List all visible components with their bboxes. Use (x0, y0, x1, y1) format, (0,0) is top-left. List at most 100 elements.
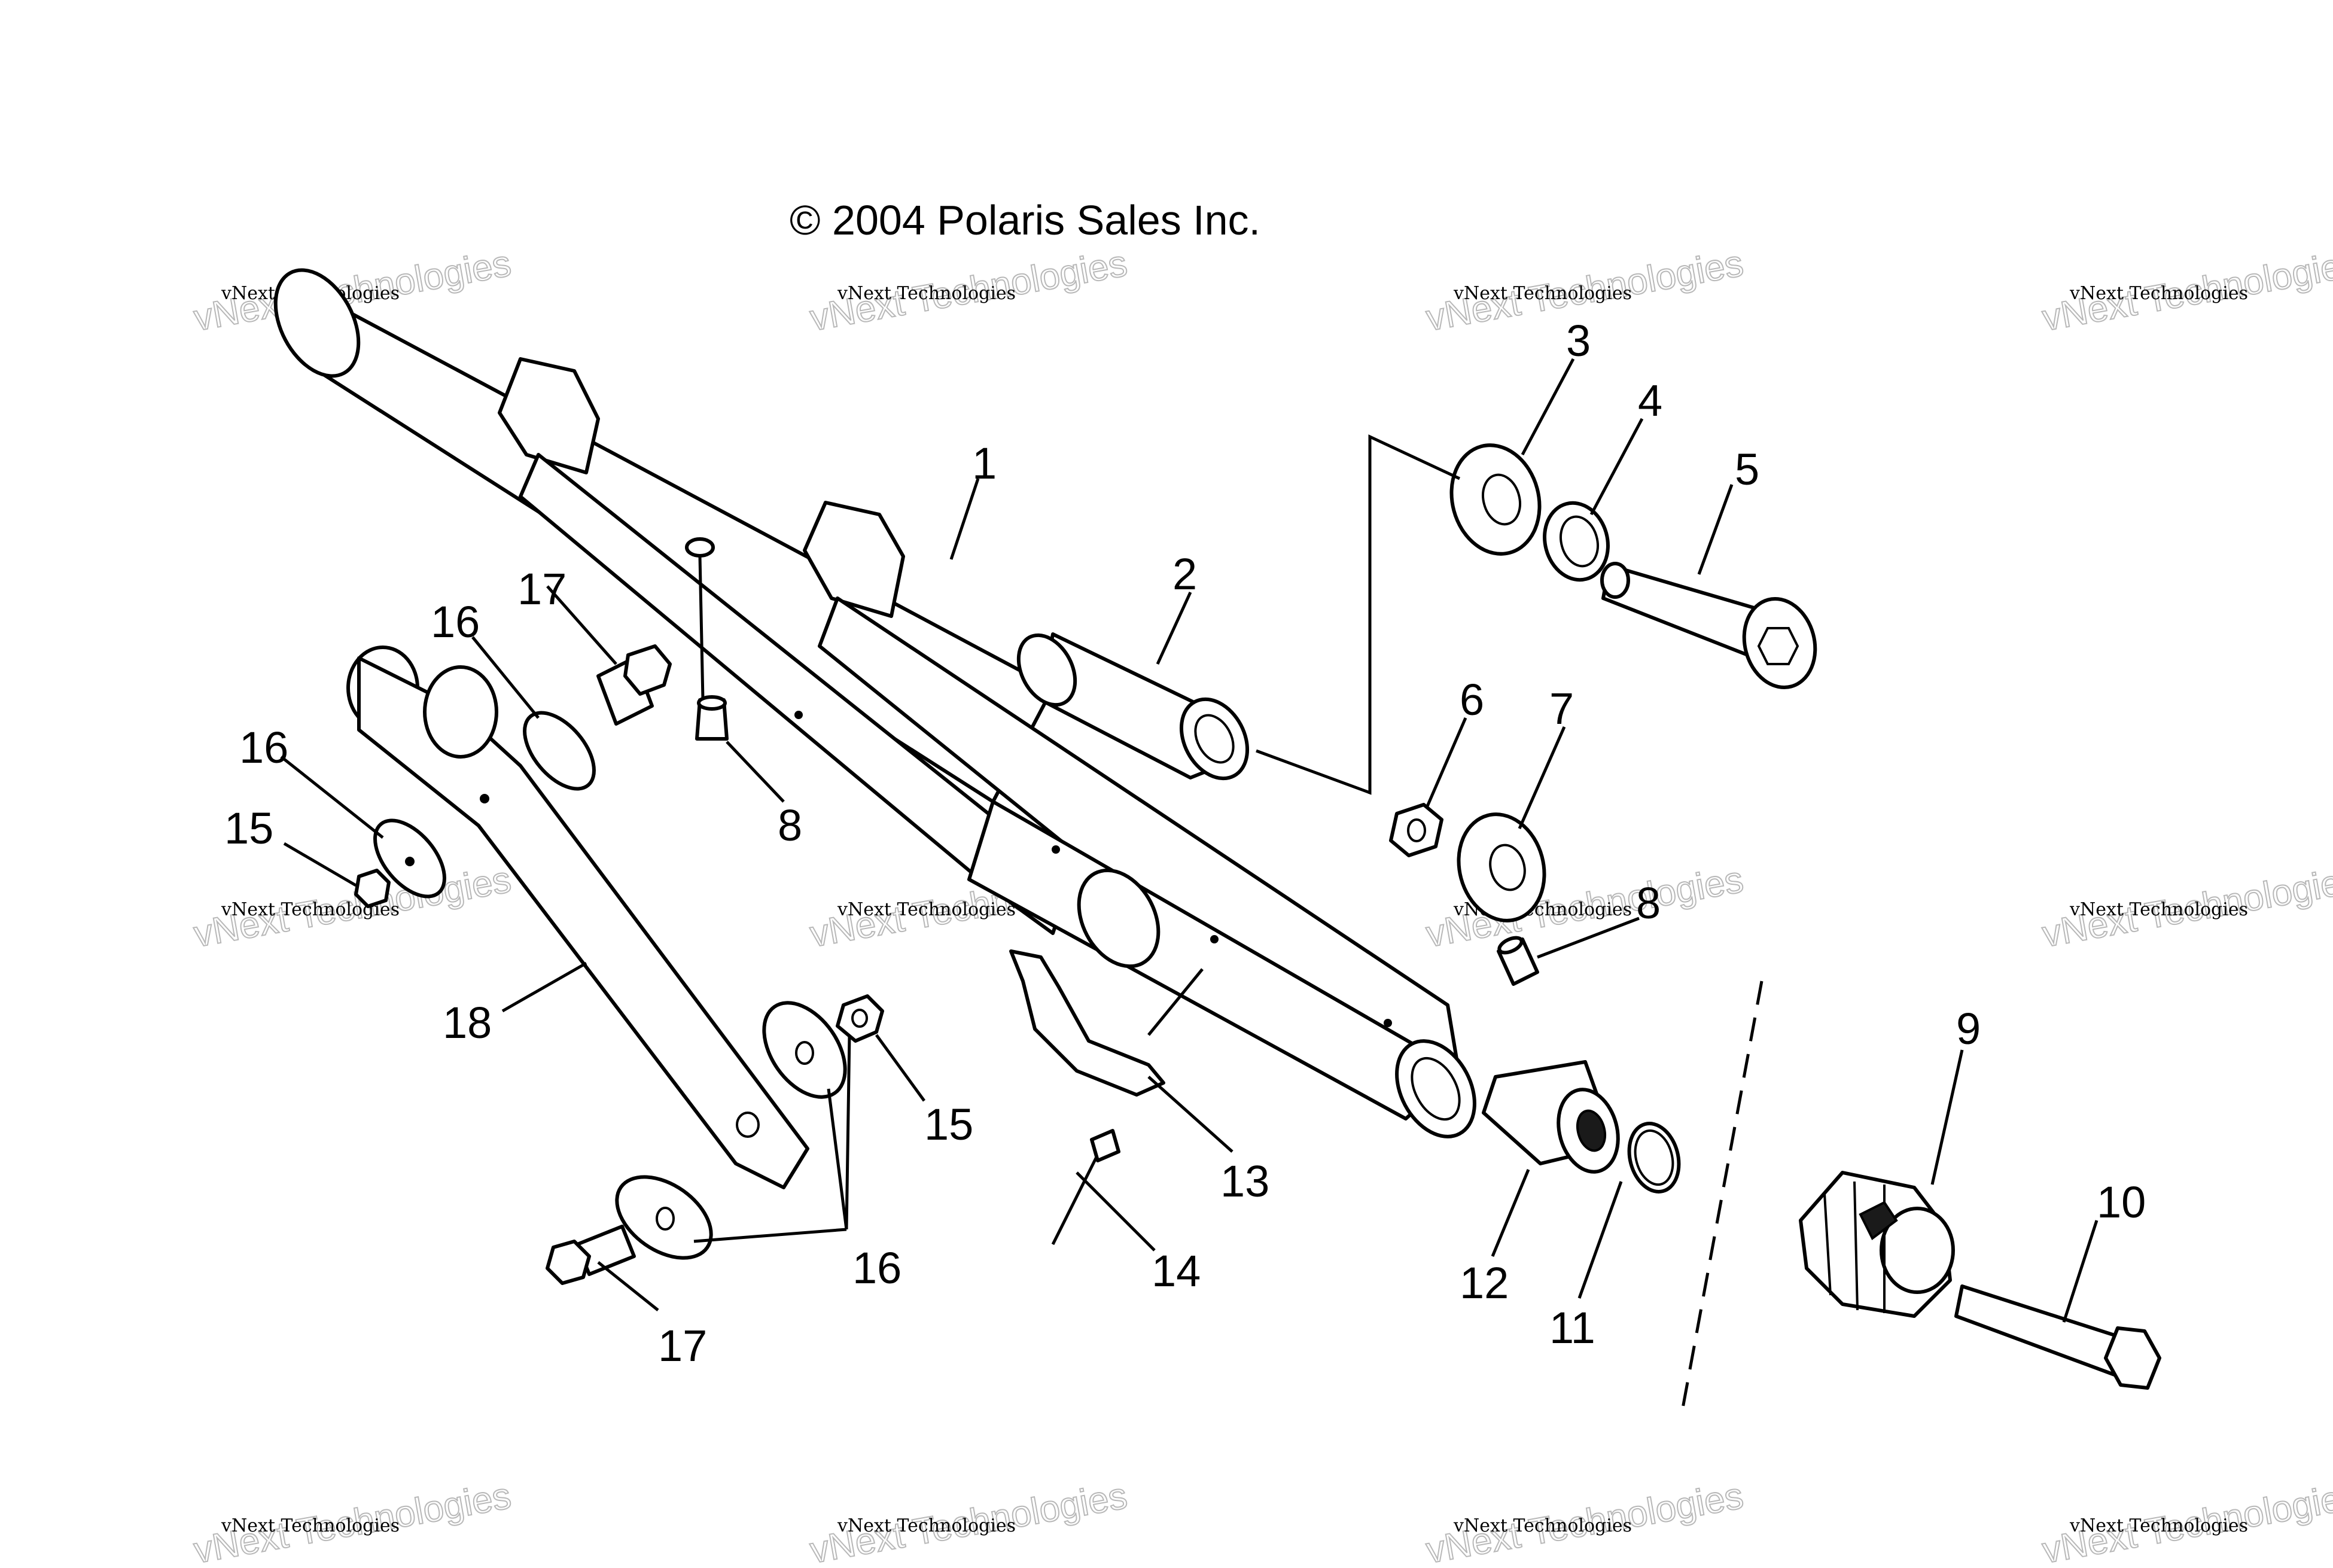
callout-1: 1 (972, 439, 997, 488)
leader-16c (693, 1034, 851, 1243)
part-8-grease-fitting-upper (695, 556, 729, 741)
washer-hole (795, 1041, 814, 1065)
callout-17-lower: 17 (658, 1321, 707, 1371)
part-16-washer-lower (615, 1175, 713, 1260)
callout-10: 10 (2097, 1177, 2146, 1227)
rivet-head (1090, 1129, 1120, 1162)
leader-12 (1491, 1169, 1530, 1257)
link-hole (736, 1112, 760, 1138)
part-17-bolt-lower (546, 1225, 636, 1285)
watermark-small: vNext Technologies (837, 1515, 1016, 1536)
leader-17b (597, 1261, 659, 1311)
lock-washer-inner (1560, 515, 1599, 568)
part-13-bracket (1009, 949, 1165, 1097)
leader-15b (875, 1034, 926, 1102)
leader-2 (1156, 591, 1192, 665)
leader-16b (280, 756, 384, 839)
bolt-head (1742, 597, 1817, 689)
callout-16-left: 16 (239, 723, 288, 772)
tube-sleeve-left (498, 357, 600, 474)
link-eye-loop (423, 665, 498, 759)
grease-fitting-leader (698, 556, 705, 701)
leader-9 (1930, 1049, 1964, 1185)
leader-8b (1537, 917, 1640, 959)
lower-tube-right-end (1395, 1039, 1476, 1138)
part-15-nut-right (836, 994, 884, 1043)
watermark-small: vNext Technologies (2069, 899, 2248, 920)
watermark-small: vNext Technologies (837, 283, 1016, 304)
washer-hole (656, 1207, 675, 1231)
leader-1 (949, 478, 980, 560)
grease-fitting-cap (697, 695, 727, 711)
watermark-small: vNext Technologies (221, 1515, 400, 1536)
callout-4: 4 (1638, 376, 1662, 425)
callout-14: 14 (1152, 1246, 1201, 1296)
callout-6: 6 (1460, 675, 1484, 724)
watermark-small: vNext Technologies (2069, 1515, 2248, 1536)
watermark-small: vNext Technologies (1453, 1515, 1632, 1536)
part-7-washer (1457, 812, 1546, 922)
bolt-head (546, 1240, 591, 1285)
callout-8-upper: 8 (778, 800, 802, 850)
part-18-link-arm (346, 646, 809, 1189)
part-9-hub (1799, 1171, 1955, 1318)
center-dash-line (1679, 981, 1764, 1418)
nut-hex (836, 994, 884, 1043)
part-4-lock-washer (1543, 501, 1610, 582)
watermark-small: vNext Technologies (1453, 283, 1632, 304)
assembly-bracket-line (1256, 434, 1461, 795)
grease-fitting-cap (1497, 936, 1524, 955)
washer-outer (523, 711, 596, 791)
leader-10 (2062, 1220, 2099, 1323)
bushing-end-left (1016, 633, 1077, 707)
spacer-bore (1576, 1109, 1607, 1152)
watermark: vNext Technologies vNext Technologies (2039, 242, 2333, 340)
leader-18 (501, 961, 587, 1013)
leader-16a (471, 636, 540, 719)
bolt-shank (1954, 1284, 2131, 1378)
washer-outer (615, 1175, 713, 1260)
part-15-nut-left (354, 869, 391, 908)
callout-5: 5 (1735, 444, 1759, 494)
rivet-dot (794, 711, 803, 719)
leader-13 (1147, 1076, 1233, 1153)
leader-14 (1076, 1171, 1156, 1252)
callout-15-left: 15 (224, 803, 273, 853)
callout-13: 13 (1220, 1156, 1269, 1206)
part-11-snap-ring (1627, 1122, 1681, 1193)
rivet-dot (1384, 1019, 1392, 1027)
part-12-spacer (1482, 1060, 1620, 1174)
link-body (357, 656, 809, 1189)
part-10-bolt (1954, 1284, 2161, 1390)
part-3-washer (1449, 443, 1542, 556)
watermark: vNext Technologies vNext Technologies (806, 1475, 1131, 1568)
leader-5 (1697, 484, 1734, 575)
leader-11 (1577, 1181, 1623, 1299)
part-17-bolt-upper (596, 644, 672, 726)
link-dot (480, 794, 489, 803)
watermark: vNext Technologies vNext Technologies (190, 1475, 514, 1568)
part-16-washer-upper (523, 711, 596, 791)
bracket-body (1009, 949, 1165, 1097)
rivet-dot (1052, 845, 1060, 854)
leader-8a (726, 741, 785, 803)
callout-labels: 1 2 3 4 5 6 7 8 8 9 10 11 12 13 14 15 15… (224, 316, 2146, 1371)
watermark: vNext Technologies vNext Technologies (2039, 858, 2333, 956)
callout-16-lower: 16 (852, 1243, 901, 1293)
washer-hole (405, 857, 415, 866)
callout-17-upper: 17 (517, 564, 567, 614)
watermark: vNext Technologies vNext Technologies (190, 858, 514, 956)
callout-9: 9 (1956, 1004, 1981, 1054)
part-8-grease-fitting-lower (1497, 936, 1539, 986)
washer-hole (1482, 473, 1521, 526)
washer-outer (762, 1001, 847, 1099)
rivet-pin (1051, 1147, 1102, 1246)
part-16-washer-right (762, 1001, 847, 1099)
part-5-shoulder-bolt (1600, 562, 1817, 689)
tube-fitting (685, 537, 715, 558)
washer-hole (1489, 844, 1526, 891)
hub-tab (1859, 1201, 1898, 1241)
part-6-nut (1389, 803, 1443, 857)
leader-15a (283, 842, 357, 887)
